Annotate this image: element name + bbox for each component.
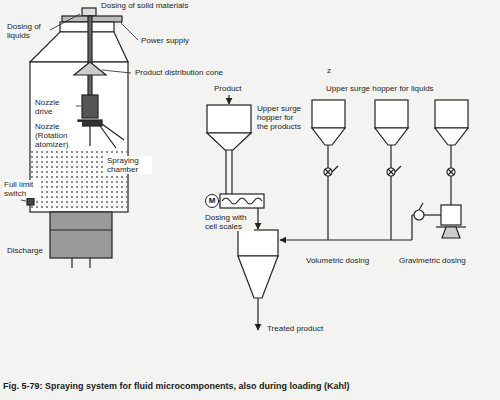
part-label: Product (213, 84, 243, 93)
part-label: Dosing with cell scales (204, 213, 254, 231)
part-label: Dosing of liquids (6, 22, 50, 40)
part-label: Power supply (140, 36, 190, 45)
part-label: Nozzle (Rotation atomizer) (34, 122, 82, 150)
motor-letter: M (209, 197, 216, 205)
part-label: Spraying chamber (106, 156, 152, 174)
part-label: Product distribution cone (134, 68, 224, 77)
figure-caption: Fig. 5-79: Spraying system for fluid mic… (3, 381, 350, 391)
part-label: z (326, 66, 332, 75)
motor-circle: M (205, 194, 219, 208)
part-label: Upper surge hopper for liquids (325, 84, 435, 93)
part-label: Treated product (266, 324, 324, 333)
part-label: Gravimetric dosing (398, 256, 467, 265)
part-label: Full limit switch (3, 180, 41, 198)
part-label: Nozzle drive (34, 98, 76, 116)
part-label: Volumetric dosing (305, 256, 370, 265)
part-label: Discharge (6, 246, 44, 255)
part-label: Dosing of solid materials (100, 1, 189, 10)
part-label: Upper surge hopper for the products (256, 104, 305, 132)
